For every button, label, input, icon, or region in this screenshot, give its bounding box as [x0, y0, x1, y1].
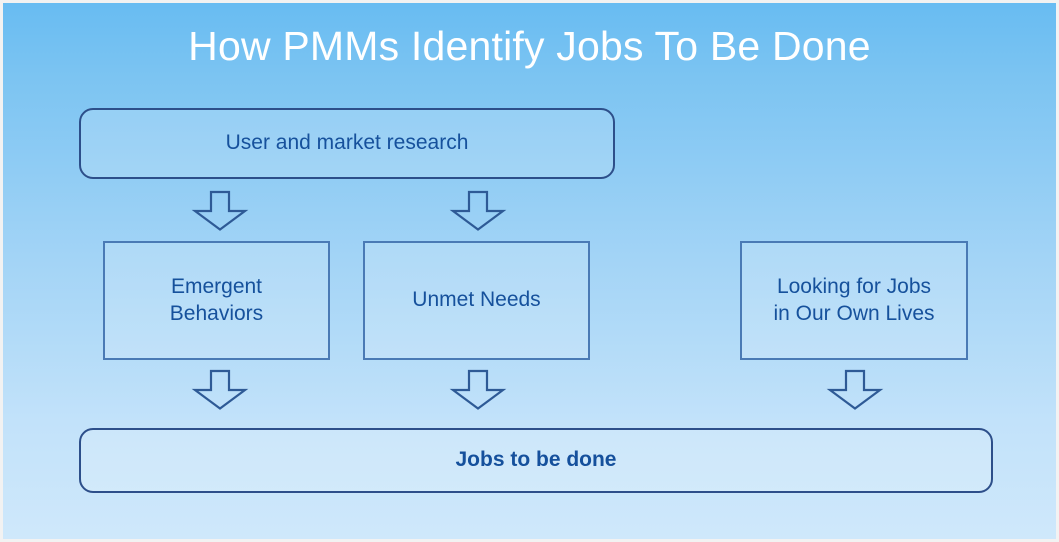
arrow-down-icon-emergent-to-jobs — [191, 369, 249, 410]
process-box-label-line2: Behaviors — [169, 301, 264, 325]
arrow-down-icon-research-to-unmet — [449, 190, 507, 231]
arrow-down-icon-research-to-emergent — [191, 190, 249, 231]
process-box-label: Emergent Behaviors — [170, 274, 263, 328]
process-box-looking-for-jobs-in-our-own-lives[interactable]: Looking for Jobs in Our Own Lives — [740, 241, 968, 360]
process-box-unmet-needs[interactable]: Unmet Needs — [363, 241, 590, 360]
process-box-emergent-behaviors[interactable]: Emergent Behaviors — [103, 241, 330, 360]
process-box-label-line2: in Our Own Lives — [773, 301, 935, 325]
process-box-jobs-to-be-done[interactable]: Jobs to be done — [79, 428, 993, 493]
process-box-label: Jobs to be done — [455, 448, 617, 472]
arrow-down-icon-unmet-to-jobs — [449, 369, 507, 410]
process-box-label-line1: Looking for Jobs — [776, 274, 932, 298]
process-box-label: User and market research — [225, 131, 469, 155]
process-box-user-and-market-research[interactable]: User and market research — [79, 108, 615, 179]
process-box-label: Looking for Jobs in Our Own Lives — [773, 274, 934, 328]
process-box-label: Unmet Needs — [412, 288, 541, 312]
slide-canvas: How PMMs Identify Jobs To Be Done User a… — [3, 3, 1056, 539]
process-box-label-line1: Emergent — [170, 274, 263, 298]
arrow-down-icon-looking-to-jobs — [826, 369, 884, 410]
slide-title: How PMMs Identify Jobs To Be Done — [188, 23, 871, 69]
